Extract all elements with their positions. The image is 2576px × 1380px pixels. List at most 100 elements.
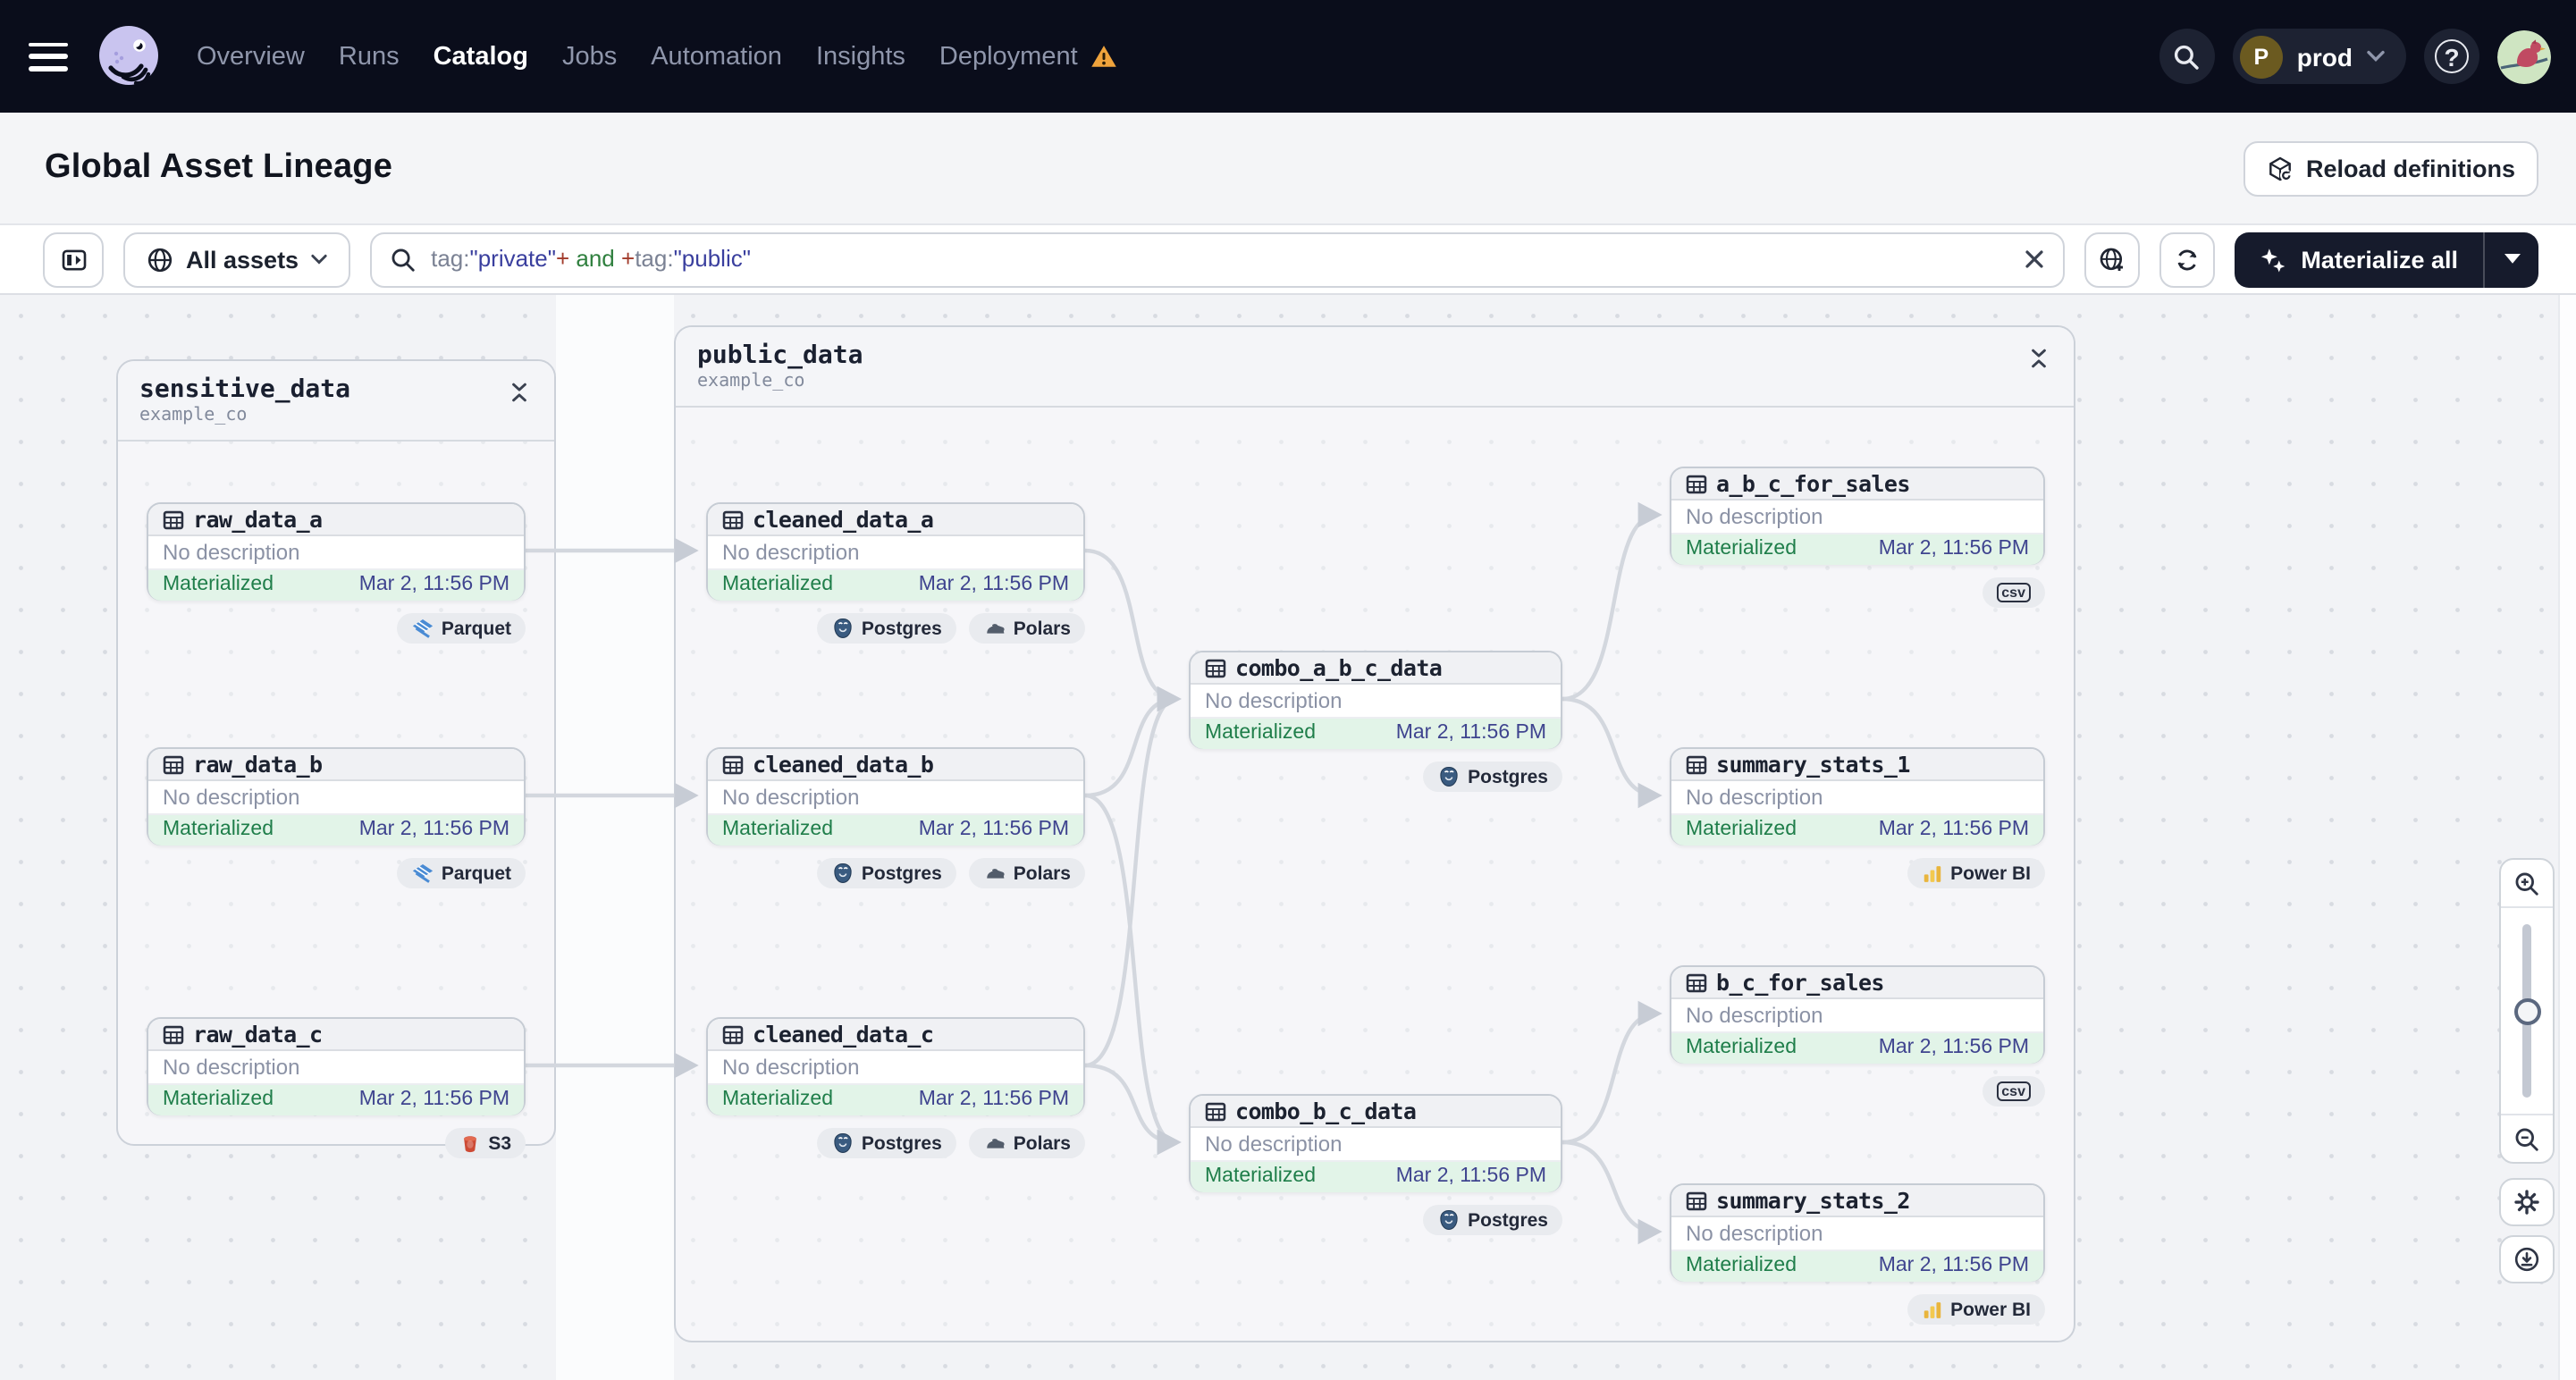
asset-node-cleaned_data_a[interactable]: cleaned_data_a No description Materializ… [706, 502, 1085, 601]
asset-node-raw_data_b[interactable]: raw_data_b No description Materialized M… [147, 747, 526, 846]
asset-tags-combo_b_c_data: Postgres [1189, 1205, 1562, 1235]
collapse-group-button[interactable] [2025, 341, 2052, 381]
materialization-timestamp: Mar 2, 11:56 PM [1395, 1165, 1546, 1188]
zoom-out-button[interactable] [2501, 1115, 2553, 1162]
status-badge: Materialized [722, 1089, 833, 1111]
nav-item-overview[interactable]: Overview [197, 42, 305, 71]
zoom-slider[interactable] [2501, 906, 2553, 1115]
lineage-canvas[interactable]: sensitive_data example_co public_data ex… [0, 295, 2576, 1380]
asset-description: No description [708, 781, 1083, 814]
asset-name: raw_data_a [193, 506, 323, 533]
tag-polars[interactable]: Polars [968, 858, 1085, 888]
materialize-all-button[interactable]: Materialize all [2235, 231, 2483, 287]
toggle-sidebar-button[interactable] [43, 231, 104, 287]
materialization-timestamp: Mar 2, 11:56 PM [1878, 819, 2029, 841]
tag-postgres[interactable]: Postgres [816, 858, 956, 888]
nav-item-automation[interactable]: Automation [651, 42, 782, 71]
asset-scope-dropdown[interactable]: All assets [123, 231, 351, 287]
nav-item-runs[interactable]: Runs [338, 42, 400, 71]
asset-tags-b_c_for_sales: csv [1670, 1076, 2045, 1107]
asset-status-row: Materialized Mar 2, 11:56 PM [1671, 814, 2043, 846]
asset-node-cleaned_data_b[interactable]: cleaned_data_b No description Materializ… [706, 747, 1085, 846]
asset-tags-cleaned_data_a: Postgres Polars [706, 613, 1085, 644]
asset-filter-input[interactable]: tag:"private"+ and +tag:"public" [370, 231, 2066, 287]
tag-polars[interactable]: Polars [968, 613, 1085, 644]
create-catalog-view-button[interactable] [2084, 231, 2141, 287]
asset-node-combo_a_b_c_data[interactable]: combo_a_b_c_data No description Material… [1189, 651, 1562, 749]
graph-settings-button[interactable] [2499, 1178, 2555, 1226]
asset-description: No description [1671, 999, 2043, 1032]
powerbi-icon [1922, 1299, 1943, 1320]
nav-items: Overview Runs Catalog Jobs Automation Insight… [197, 42, 1117, 71]
dagster-logo[interactable] [93, 21, 164, 92]
help-button[interactable]: ? [2424, 29, 2479, 84]
asset-node-b_c_for_sales[interactable]: b_c_for_sales No description Materialize… [1670, 965, 2045, 1064]
tag-postgres[interactable]: Postgres [1423, 762, 1562, 792]
tag-power-bi[interactable]: Power BI [1907, 1294, 2045, 1325]
asset-description: No description [148, 536, 524, 569]
nav-item-insights[interactable]: Insights [815, 42, 905, 71]
asset-description: No description [148, 1051, 524, 1084]
asset-name: summary_stats_1 [1716, 751, 1910, 778]
table-icon [1686, 972, 1707, 993]
tag-power-bi[interactable]: Power BI [1907, 858, 2045, 888]
collapse-group-button[interactable] [506, 375, 533, 415]
table-icon [1686, 1190, 1707, 1211]
asset-node-a_b_c_for_sales[interactable]: a_b_c_for_sales No description Materiali… [1670, 467, 2045, 565]
materialization-timestamp: Mar 2, 11:56 PM [918, 1089, 1069, 1111]
tag-parquet[interactable]: Parquet [396, 613, 526, 644]
status-badge: Materialized [722, 819, 833, 841]
refresh-button[interactable] [2159, 231, 2216, 287]
page-header: Global Asset Lineage Reload definitions [0, 113, 2576, 225]
materialize-options-button[interactable] [2483, 231, 2538, 287]
deployment-badge: P [2239, 35, 2283, 78]
asset-node-header: combo_a_b_c_data [1191, 652, 1561, 685]
download-image-button[interactable] [2499, 1235, 2555, 1283]
canvas-scrollbar[interactable] [2558, 295, 2576, 1380]
clear-icon[interactable] [2024, 248, 2045, 270]
search-button[interactable] [2159, 29, 2215, 84]
asset-node-summary_stats_2[interactable]: summary_stats_2 No description Materiali… [1670, 1183, 2045, 1282]
asset-node-summary_stats_1[interactable]: summary_stats_1 No description Materiali… [1670, 747, 2045, 846]
reload-definitions-button[interactable]: Reload definitions [2243, 140, 2538, 196]
asset-node-raw_data_a[interactable]: raw_data_a No description Materialized M… [147, 502, 526, 601]
tag-polars[interactable]: Polars [968, 1128, 1085, 1158]
polars-icon [983, 617, 1006, 640]
tag-parquet[interactable]: Parquet [396, 858, 526, 888]
status-badge: Materialized [1686, 538, 1797, 560]
group-gap [556, 295, 674, 1380]
asset-name: raw_data_b [193, 751, 323, 778]
nav-item-deployment[interactable]: Deployment [939, 42, 1117, 71]
zoom-slider-knob[interactable] [2513, 997, 2540, 1024]
asset-description: No description [1191, 685, 1561, 718]
tag-s3[interactable]: S3 [445, 1128, 526, 1158]
user-avatar[interactable] [2497, 29, 2551, 83]
asset-name: a_b_c_for_sales [1716, 470, 1910, 497]
csv-icon: csv [1996, 583, 2031, 602]
asset-description: No description [1671, 1217, 2043, 1250]
table-icon [163, 1023, 184, 1045]
nav-item-catalog[interactable]: Catalog [433, 42, 528, 71]
zoom-in-button[interactable] [2501, 860, 2553, 906]
asset-status-row: Materialized Mar 2, 11:56 PM [1671, 1250, 2043, 1282]
tag-csv[interactable]: csv [1982, 577, 2045, 608]
asset-node-raw_data_c[interactable]: raw_data_c No description Materialized M… [147, 1017, 526, 1115]
asset-status-row: Materialized Mar 2, 11:56 PM [708, 814, 1083, 846]
group-header: sensitive_data example_co [118, 361, 554, 442]
asset-node-cleaned_data_c[interactable]: cleaned_data_c No description Materializ… [706, 1017, 1085, 1115]
asset-tags-combo_a_b_c_data: Postgres [1189, 762, 1562, 792]
tag-postgres[interactable]: Postgres [1423, 1205, 1562, 1235]
materialization-timestamp: Mar 2, 11:56 PM [1878, 1037, 2029, 1059]
tag-csv[interactable]: csv [1982, 1076, 2045, 1107]
deployment-switcher[interactable]: P prod [2232, 29, 2406, 84]
nav-item-jobs[interactable]: Jobs [561, 42, 618, 71]
sparkles-icon [2261, 248, 2286, 272]
materialization-timestamp: Mar 2, 11:56 PM [358, 1089, 509, 1111]
asset-status-row: Materialized Mar 2, 11:56 PM [1671, 534, 2043, 565]
tag-postgres[interactable]: Postgres [816, 1128, 956, 1158]
asset-node-combo_b_c_data[interactable]: combo_b_c_data No description Materializ… [1189, 1094, 1562, 1192]
menu-icon[interactable] [29, 42, 68, 71]
materialization-timestamp: Mar 2, 11:56 PM [1878, 1255, 2029, 1277]
asset-name: b_c_for_sales [1716, 969, 1884, 996]
tag-postgres[interactable]: Postgres [816, 613, 956, 644]
